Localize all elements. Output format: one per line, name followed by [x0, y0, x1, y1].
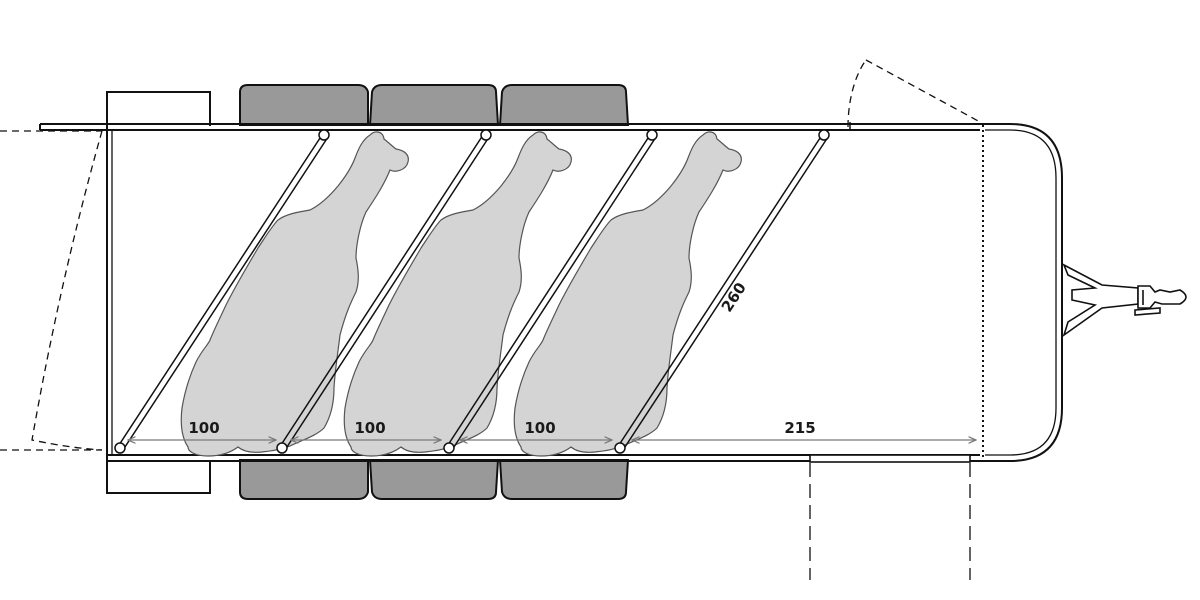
partitions	[114, 129, 830, 454]
wheels-bottom	[239, 459, 630, 500]
remaining-length-label: 215	[784, 419, 815, 437]
partition-2	[276, 129, 492, 454]
stall-1-width-label: 100	[188, 419, 219, 437]
front-door-swing	[847, 59, 981, 128]
partition-4	[614, 129, 830, 454]
wheel	[239, 84, 369, 126]
side-door-opening	[809, 463, 971, 580]
stall-3-width-label: 100	[524, 419, 555, 437]
rear-ramp-outline	[0, 130, 103, 451]
wheel	[498, 459, 630, 500]
stall-2-width-label: 100	[354, 419, 385, 437]
drawbar-hitch	[1062, 263, 1187, 338]
partition-3	[443, 129, 658, 454]
wheel	[368, 459, 500, 500]
wheel	[498, 84, 630, 126]
wheels-top	[239, 84, 630, 126]
partition-length-label: 260	[718, 279, 750, 315]
wheel	[368, 84, 500, 126]
rear-bumpers	[106, 91, 211, 494]
partition-1	[114, 129, 330, 454]
wheel	[239, 459, 369, 500]
